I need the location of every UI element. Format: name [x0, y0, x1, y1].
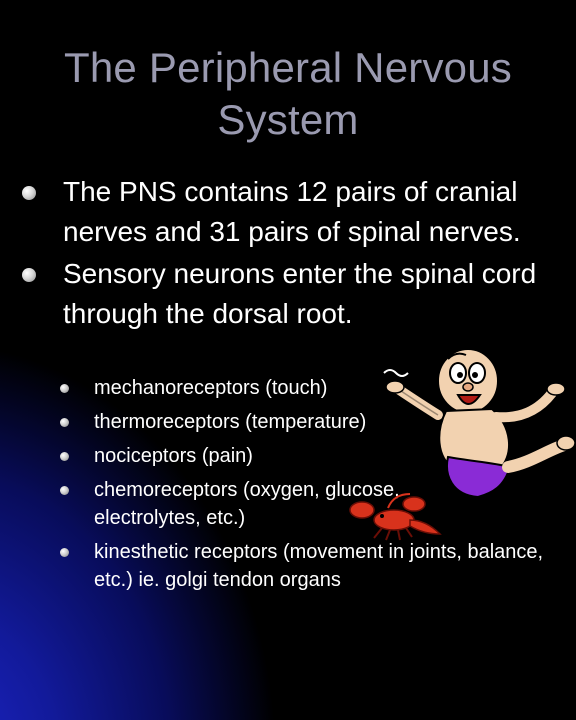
sub-bullet-dot-icon	[60, 384, 69, 393]
sub-bullet-item: thermoreceptors (temperature)	[60, 408, 550, 436]
bullet-text: Sensory neurons enter the spinal cord th…	[63, 258, 537, 329]
lobster-clipart	[349, 493, 442, 541]
sub-bullet-list: mechanoreceptors (touch) thermoreceptors…	[60, 374, 550, 600]
main-bullet-item: The PNS contains 12 pairs of cranial ner…	[20, 172, 560, 252]
slide-title: The Peripheral Nervous System	[64, 44, 512, 143]
bullet-dot-icon	[22, 268, 36, 282]
sub-bullet-text: chemoreceptors (oxygen, glucose, electro…	[94, 479, 400, 529]
sub-bullet-dot-icon	[60, 486, 69, 495]
sub-bullet-text: thermoreceptors (temperature)	[94, 411, 367, 433]
sub-bullet-text: kinesthetic receptors (movement in joint…	[94, 541, 544, 591]
sub-bullet-text: mechanoreceptors (touch)	[94, 377, 328, 399]
main-bullet-list: The PNS contains 12 pairs of cranial ner…	[20, 172, 560, 334]
sub-bullet-item: chemoreceptors (oxygen, glucose, electro…	[60, 476, 550, 532]
sub-bullet-item: nociceptors (pain)	[60, 442, 550, 470]
bullet-text: The PNS contains 12 pairs of cranial ner…	[63, 176, 521, 247]
main-bullet-item: Sensory neurons enter the spinal cord th…	[20, 254, 560, 334]
bullet-dot-icon	[22, 186, 36, 200]
sub-bullet-text: nociceptors (pain)	[94, 445, 253, 467]
sub-bullet-dot-icon	[60, 418, 69, 427]
sub-bullet-item: kinesthetic receptors (movement in joint…	[60, 538, 550, 594]
sub-bullet-dot-icon	[60, 452, 69, 461]
startled-man-clipart	[383, 348, 576, 499]
sub-bullet-dot-icon	[60, 548, 69, 557]
sub-bullet-item: mechanoreceptors (touch)	[60, 374, 550, 402]
